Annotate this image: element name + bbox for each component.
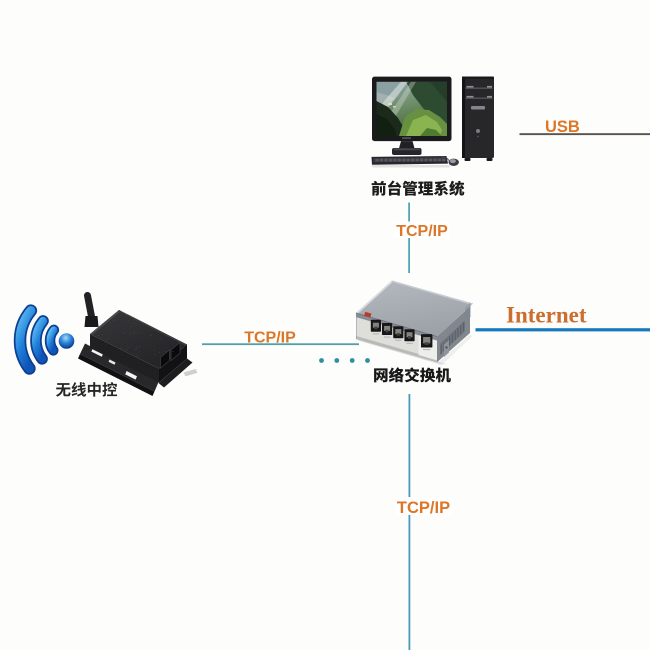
- svg-text:Internet: Internet: [506, 303, 587, 328]
- svg-text:TCP/IP: TCP/IP: [396, 223, 448, 240]
- svg-text:TCP/IP: TCP/IP: [244, 329, 296, 346]
- svg-text:USB: USB: [545, 118, 580, 136]
- svg-text:TCP/IP: TCP/IP: [397, 499, 450, 517]
